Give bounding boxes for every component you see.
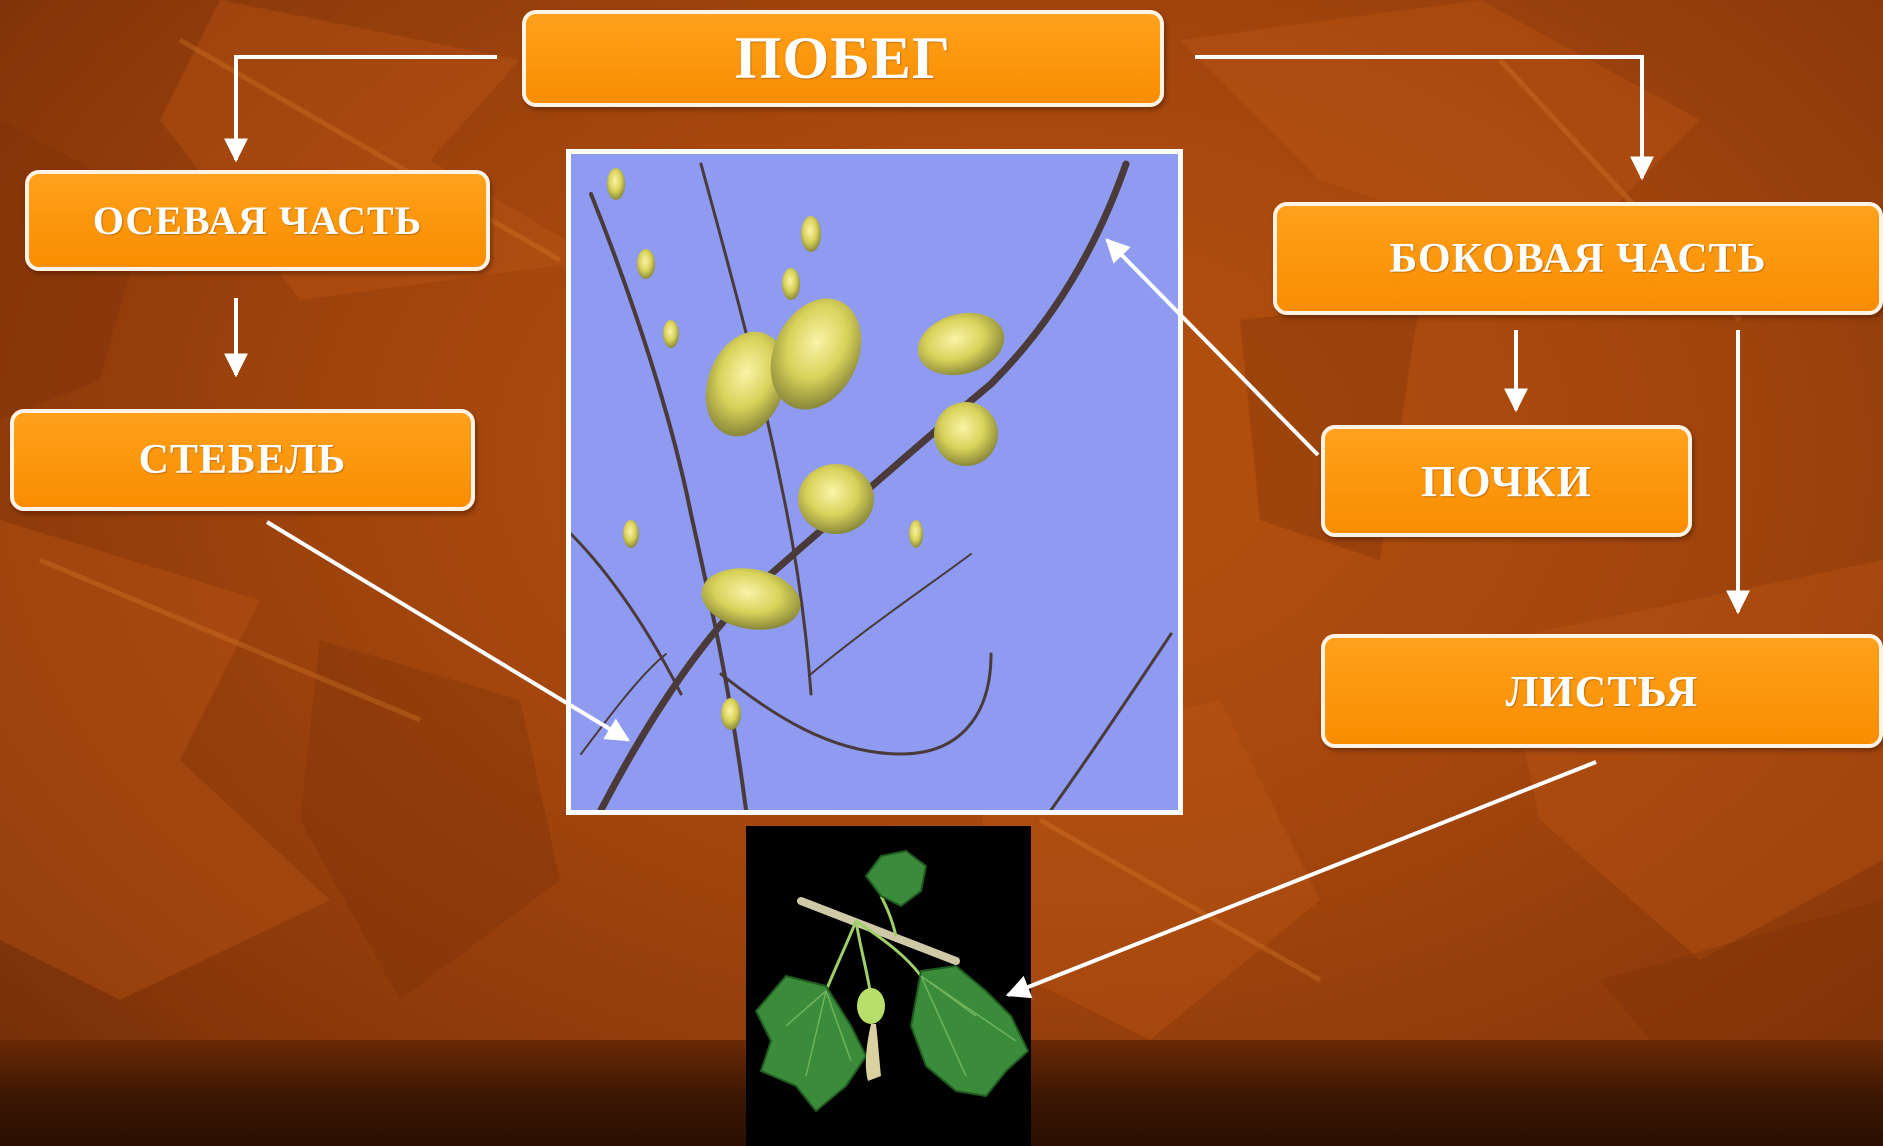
- root-node-shoot: ПОБЕГ: [522, 10, 1164, 107]
- buds-node: ПОЧКИ: [1321, 425, 1692, 537]
- root-node-label: ПОБЕГ: [734, 25, 952, 91]
- stem-node: СТЕБЕЛЬ: [10, 409, 475, 511]
- gooseberry-leaves-photo: [746, 826, 1031, 1146]
- willow-branch-photo: [566, 149, 1183, 815]
- lateral-part-node: БОКОВАЯ ЧАСТЬ: [1273, 202, 1883, 315]
- lateral-part-label: БОКОВАЯ ЧАСТЬ: [1389, 235, 1767, 282]
- axial-part-node: ОСЕВАЯ ЧАСТЬ: [25, 170, 490, 271]
- axial-part-label: ОСЕВАЯ ЧАСТЬ: [92, 198, 423, 243]
- buds-label: ПОЧКИ: [1421, 456, 1592, 506]
- leaves-node: ЛИСТЬЯ: [1321, 634, 1883, 748]
- stem-label: СТЕБЕЛЬ: [138, 437, 347, 483]
- leaves-label: ЛИСТЬЯ: [1505, 666, 1699, 716]
